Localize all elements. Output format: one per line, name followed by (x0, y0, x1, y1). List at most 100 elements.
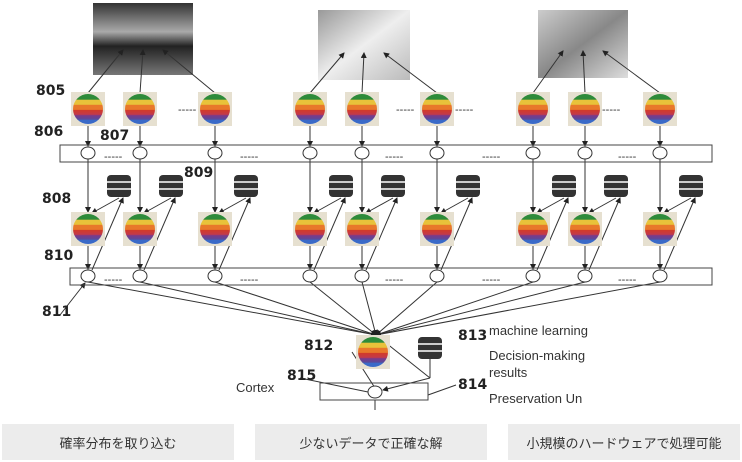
ellipsis-dots: ----- (602, 104, 621, 116)
database-body (107, 175, 131, 197)
brain-shape (200, 214, 230, 244)
brain-icon (516, 212, 550, 246)
label-806: 806 (34, 124, 63, 140)
connector-line (218, 197, 251, 271)
database-body (418, 337, 442, 359)
preservation-unit-bar-814 (319, 382, 429, 401)
node-circle (367, 385, 383, 399)
database-body (604, 175, 628, 197)
connector-line (440, 197, 469, 214)
connector-line (375, 281, 586, 337)
connector-line (139, 281, 377, 337)
annotation-cortex: Cortex (236, 380, 275, 395)
connector-line (440, 197, 473, 271)
brain-icon (516, 92, 550, 126)
annotation-machine-learning: machine learning (489, 323, 588, 338)
database-icon (159, 175, 183, 197)
layer-bar-810 (69, 267, 713, 286)
database-icon (604, 175, 628, 197)
connector-line (588, 197, 617, 214)
connector-line (59, 282, 86, 316)
connector-line (143, 197, 176, 271)
brain-icon (568, 92, 602, 126)
input-image-texture (538, 10, 628, 78)
connector-line (87, 281, 377, 338)
database-icon (679, 175, 703, 197)
node-circle (577, 146, 593, 160)
brain-icon (293, 212, 327, 246)
button-probability-distribution[interactable]: 確率分布を取り込む (2, 424, 234, 460)
brain-icon (123, 92, 157, 126)
brain-icon (345, 92, 379, 126)
connector-line (351, 351, 376, 389)
connector-line (313, 197, 346, 271)
brain-shape (570, 214, 600, 244)
annotation-decision-making: Decision-making (489, 348, 585, 363)
connector-line (309, 52, 345, 94)
connector-line (218, 197, 247, 214)
node-circle (207, 269, 223, 283)
connector-line (361, 281, 378, 336)
connector-line (382, 377, 431, 392)
brain-icon (71, 92, 105, 126)
connector-line (214, 281, 377, 337)
node-circle (302, 146, 318, 160)
ellipsis-dots: ----- (385, 274, 404, 286)
connector-line (427, 384, 457, 396)
connector-line (143, 197, 172, 214)
connector-line (91, 197, 124, 271)
connector-line (602, 50, 661, 94)
connector-line (375, 281, 438, 336)
connector-line (365, 197, 398, 271)
connector-line (87, 49, 124, 94)
ellipsis-dots: ----- (178, 104, 197, 116)
brain-icon (198, 212, 232, 246)
button-accurate-with-less-data[interactable]: 少ないデータで正確な解 (255, 424, 487, 460)
brain-icon (420, 92, 454, 126)
connector-line (536, 197, 569, 271)
brain-shape (422, 214, 452, 244)
neural-architecture-diagram: ----------------------------------------… (34, 3, 713, 410)
label-814: 814 (458, 377, 487, 393)
brain-shape (347, 214, 377, 244)
brain-shape (645, 94, 675, 124)
connector-line (91, 197, 120, 214)
brain-shape (518, 94, 548, 124)
connector-line (383, 52, 438, 94)
database-body (381, 175, 405, 197)
brain-shape (570, 94, 600, 124)
node-circle (80, 269, 96, 283)
brain-shape (645, 214, 675, 244)
annotation-preservation: Preservation Un (489, 391, 582, 406)
connector-line (375, 281, 661, 338)
annotation-results: results (489, 365, 528, 380)
connector-line (532, 50, 564, 94)
node-circle (652, 146, 668, 160)
connector-line (162, 49, 216, 94)
connector-line (139, 49, 146, 94)
database-icon (381, 175, 405, 197)
brain-icon (71, 212, 105, 246)
label-810: 810 (44, 248, 73, 264)
database-body (234, 175, 258, 197)
ellipsis-dots: ----- (104, 151, 123, 163)
brain-shape (422, 94, 452, 124)
node-circle (577, 269, 593, 283)
brain-shape (125, 214, 155, 244)
connector-line (299, 377, 369, 393)
ellipsis-dots: ----- (240, 274, 259, 286)
connector-line (536, 197, 565, 214)
database-body (159, 175, 183, 197)
brain-shape (518, 214, 548, 244)
connector-line (375, 281, 534, 337)
brain-icon (420, 212, 454, 246)
input-image-clouds (318, 10, 410, 80)
brain-icon (568, 212, 602, 246)
brain-icon (345, 212, 379, 246)
button-small-hardware[interactable]: 小規模のハードウェアで処理可能 (508, 424, 740, 460)
ellipsis-dots: ----- (396, 104, 415, 116)
brain-shape (347, 94, 377, 124)
node-circle (652, 269, 668, 283)
brain-icon (293, 92, 327, 126)
brain-shape (200, 94, 230, 124)
